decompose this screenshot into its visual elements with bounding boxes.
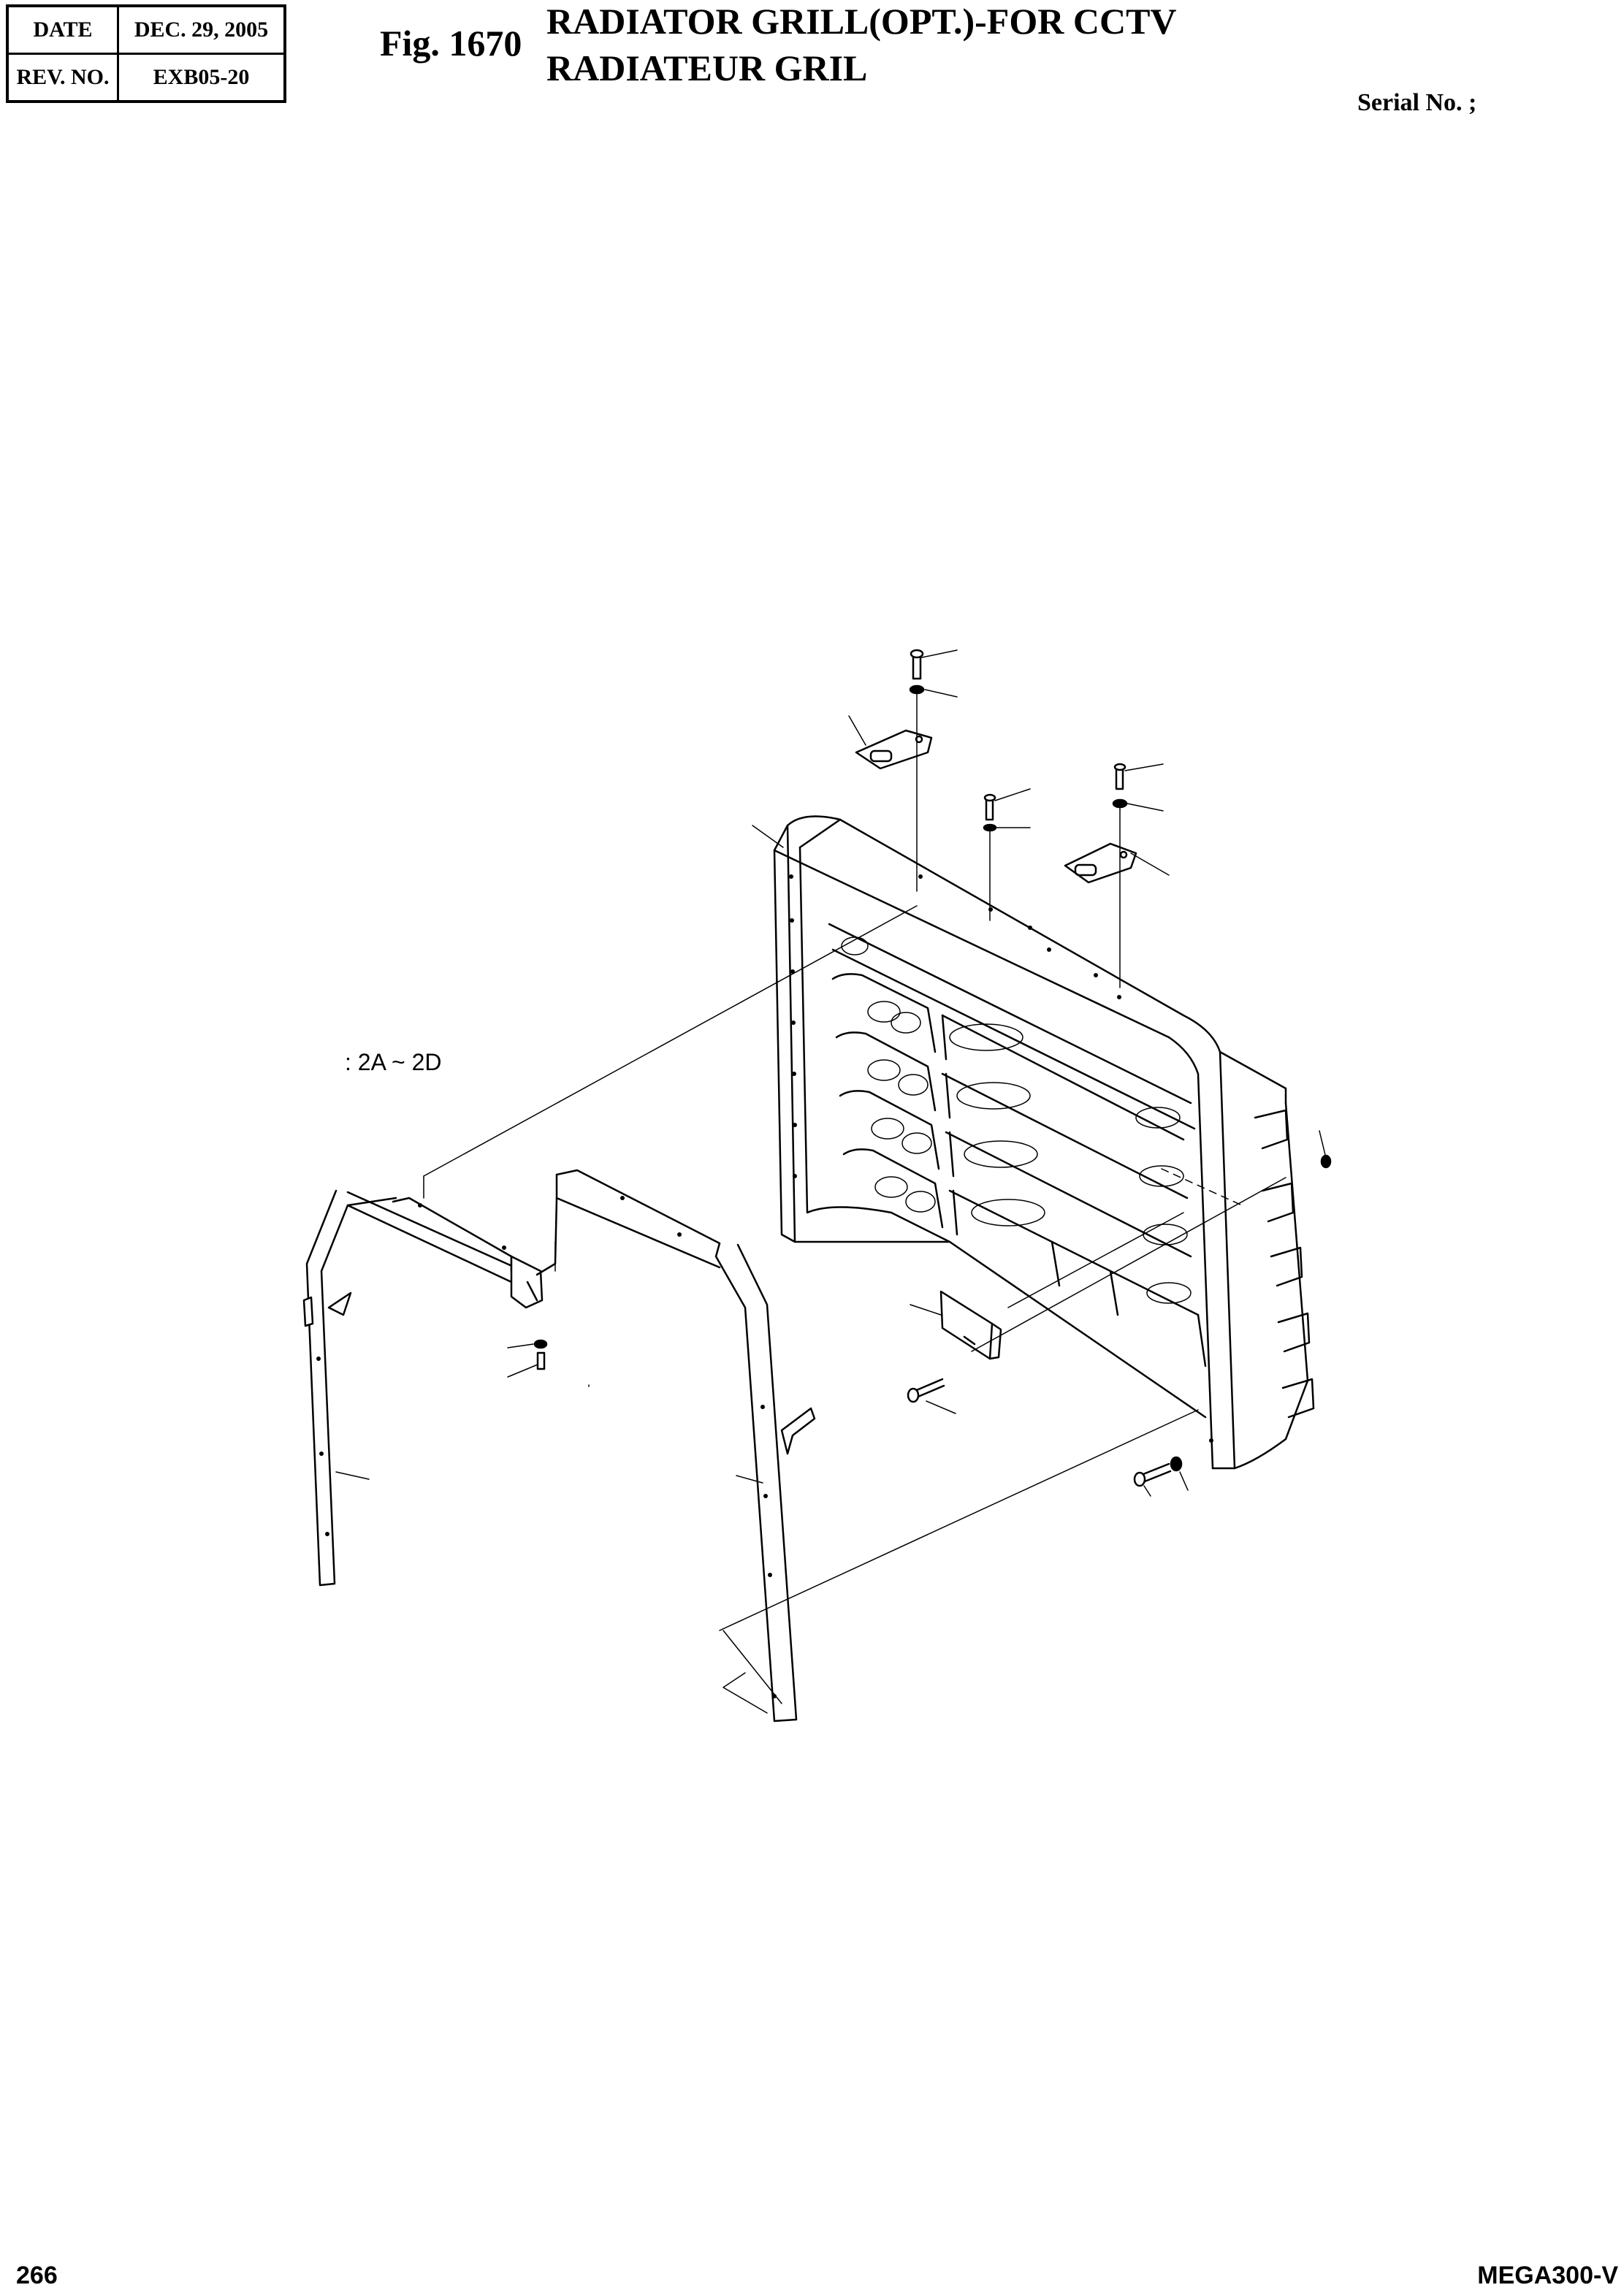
lower-bolts [535, 1340, 1181, 1486]
model-name: MEGA300-V [1477, 2262, 1618, 2289]
callout-leader-lines [336, 650, 1326, 1496]
part-range-annotation: : 2A ~ 2D [345, 1049, 442, 1075]
grill-slats [829, 924, 1205, 1366]
figure-title-english: RADIATOR GRILL(OPT.)-FOR CCTV [546, 1, 1177, 42]
page-number: 266 [16, 2262, 58, 2289]
assembly-guide-lines [424, 690, 1286, 1713]
support-frame-left [304, 1191, 542, 1585]
figure-number: Fig. 1670 [380, 23, 522, 64]
date-label: DATE [6, 4, 119, 55]
revision-header-table: DATE DEC. 29, 2005 REV. NO. EXB05-20 [6, 4, 286, 103]
frame-holes [789, 874, 1213, 1443]
support-frame-right [537, 1170, 815, 1721]
cover-plate [941, 1292, 1001, 1359]
serial-number-label: Serial No. ; [1357, 89, 1477, 116]
perforation-pattern [842, 937, 1191, 1303]
grill-frame [774, 817, 1314, 1469]
rev-label: REV. NO. [6, 53, 119, 103]
rev-value: EXB05-20 [117, 53, 286, 103]
date-value: DEC. 29, 2005 [117, 4, 286, 55]
figure-title-french: RADIATEUR GRIL [546, 47, 868, 88]
hinge-bracket-left [856, 730, 931, 768]
hinge-bracket-right [1065, 844, 1136, 882]
